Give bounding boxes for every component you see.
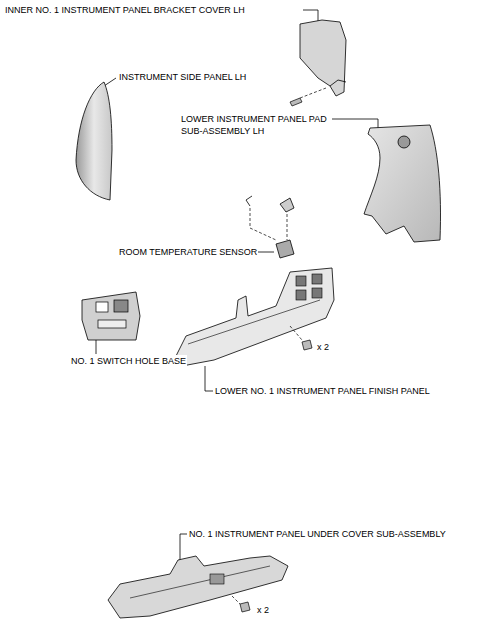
cover-opening	[210, 574, 224, 584]
screw-path	[290, 326, 302, 340]
quantity: x 2	[316, 341, 330, 353]
part-name: ROOM TEMPERATURE SENSOR	[118, 246, 258, 258]
part-name: LOWER INSTRUMENT PANEL PAD SUB-ASSEMBLY …	[180, 113, 332, 137]
clip	[280, 198, 294, 212]
part-name: LOWER NO. 1 INSTRUMENT PANEL FINISH PANE…	[214, 385, 431, 397]
screw-path	[232, 596, 240, 604]
part-name: NO. 1 INSTRUMENT PANEL UNDER COVER SUB-A…	[188, 528, 447, 540]
leader-lines	[96, 10, 378, 560]
screw	[240, 602, 250, 612]
screw-path	[300, 88, 326, 98]
vent	[296, 290, 306, 300]
part-name: INNER NO. 1 INSTRUMENT PANEL BRACKET COV…	[4, 4, 246, 16]
panel-edge	[188, 300, 320, 344]
vent	[296, 276, 306, 286]
cover-edge	[130, 566, 270, 598]
lower-pad	[364, 125, 441, 242]
switch-hole	[114, 300, 128, 312]
vent	[312, 274, 322, 284]
side-panel-body	[76, 82, 112, 200]
leader-line	[205, 366, 213, 391]
finish-panel-body	[176, 268, 334, 366]
assembly-path	[250, 208, 287, 240]
leader-line	[180, 534, 187, 560]
instrument-side-panel	[76, 82, 112, 200]
switch-hole	[96, 302, 108, 312]
leader-line	[328, 119, 378, 128]
screw	[290, 98, 302, 106]
part-name: NO. 1 SWITCH HOLE BASE	[70, 355, 187, 367]
switch-hole-base	[82, 292, 140, 340]
bracket-cover-body	[300, 20, 346, 96]
under-cover	[108, 556, 288, 618]
sensor-body	[276, 240, 294, 258]
clip	[246, 196, 252, 206]
under-cover-body	[108, 556, 288, 618]
pad-knob	[398, 136, 410, 148]
lower-pad-body	[364, 125, 441, 242]
leader-line	[104, 78, 116, 86]
quantity: x 2	[256, 604, 270, 616]
part-name: INSTRUMENT SIDE PANEL LH	[118, 71, 247, 83]
vent	[312, 288, 322, 298]
bracket-cover-tab	[330, 80, 346, 86]
screw	[302, 340, 312, 350]
leader-line	[303, 10, 318, 22]
switch-base-body	[82, 292, 140, 340]
finish-panel	[176, 268, 334, 366]
switch-hole	[98, 320, 126, 328]
bracket-cover	[290, 20, 346, 106]
